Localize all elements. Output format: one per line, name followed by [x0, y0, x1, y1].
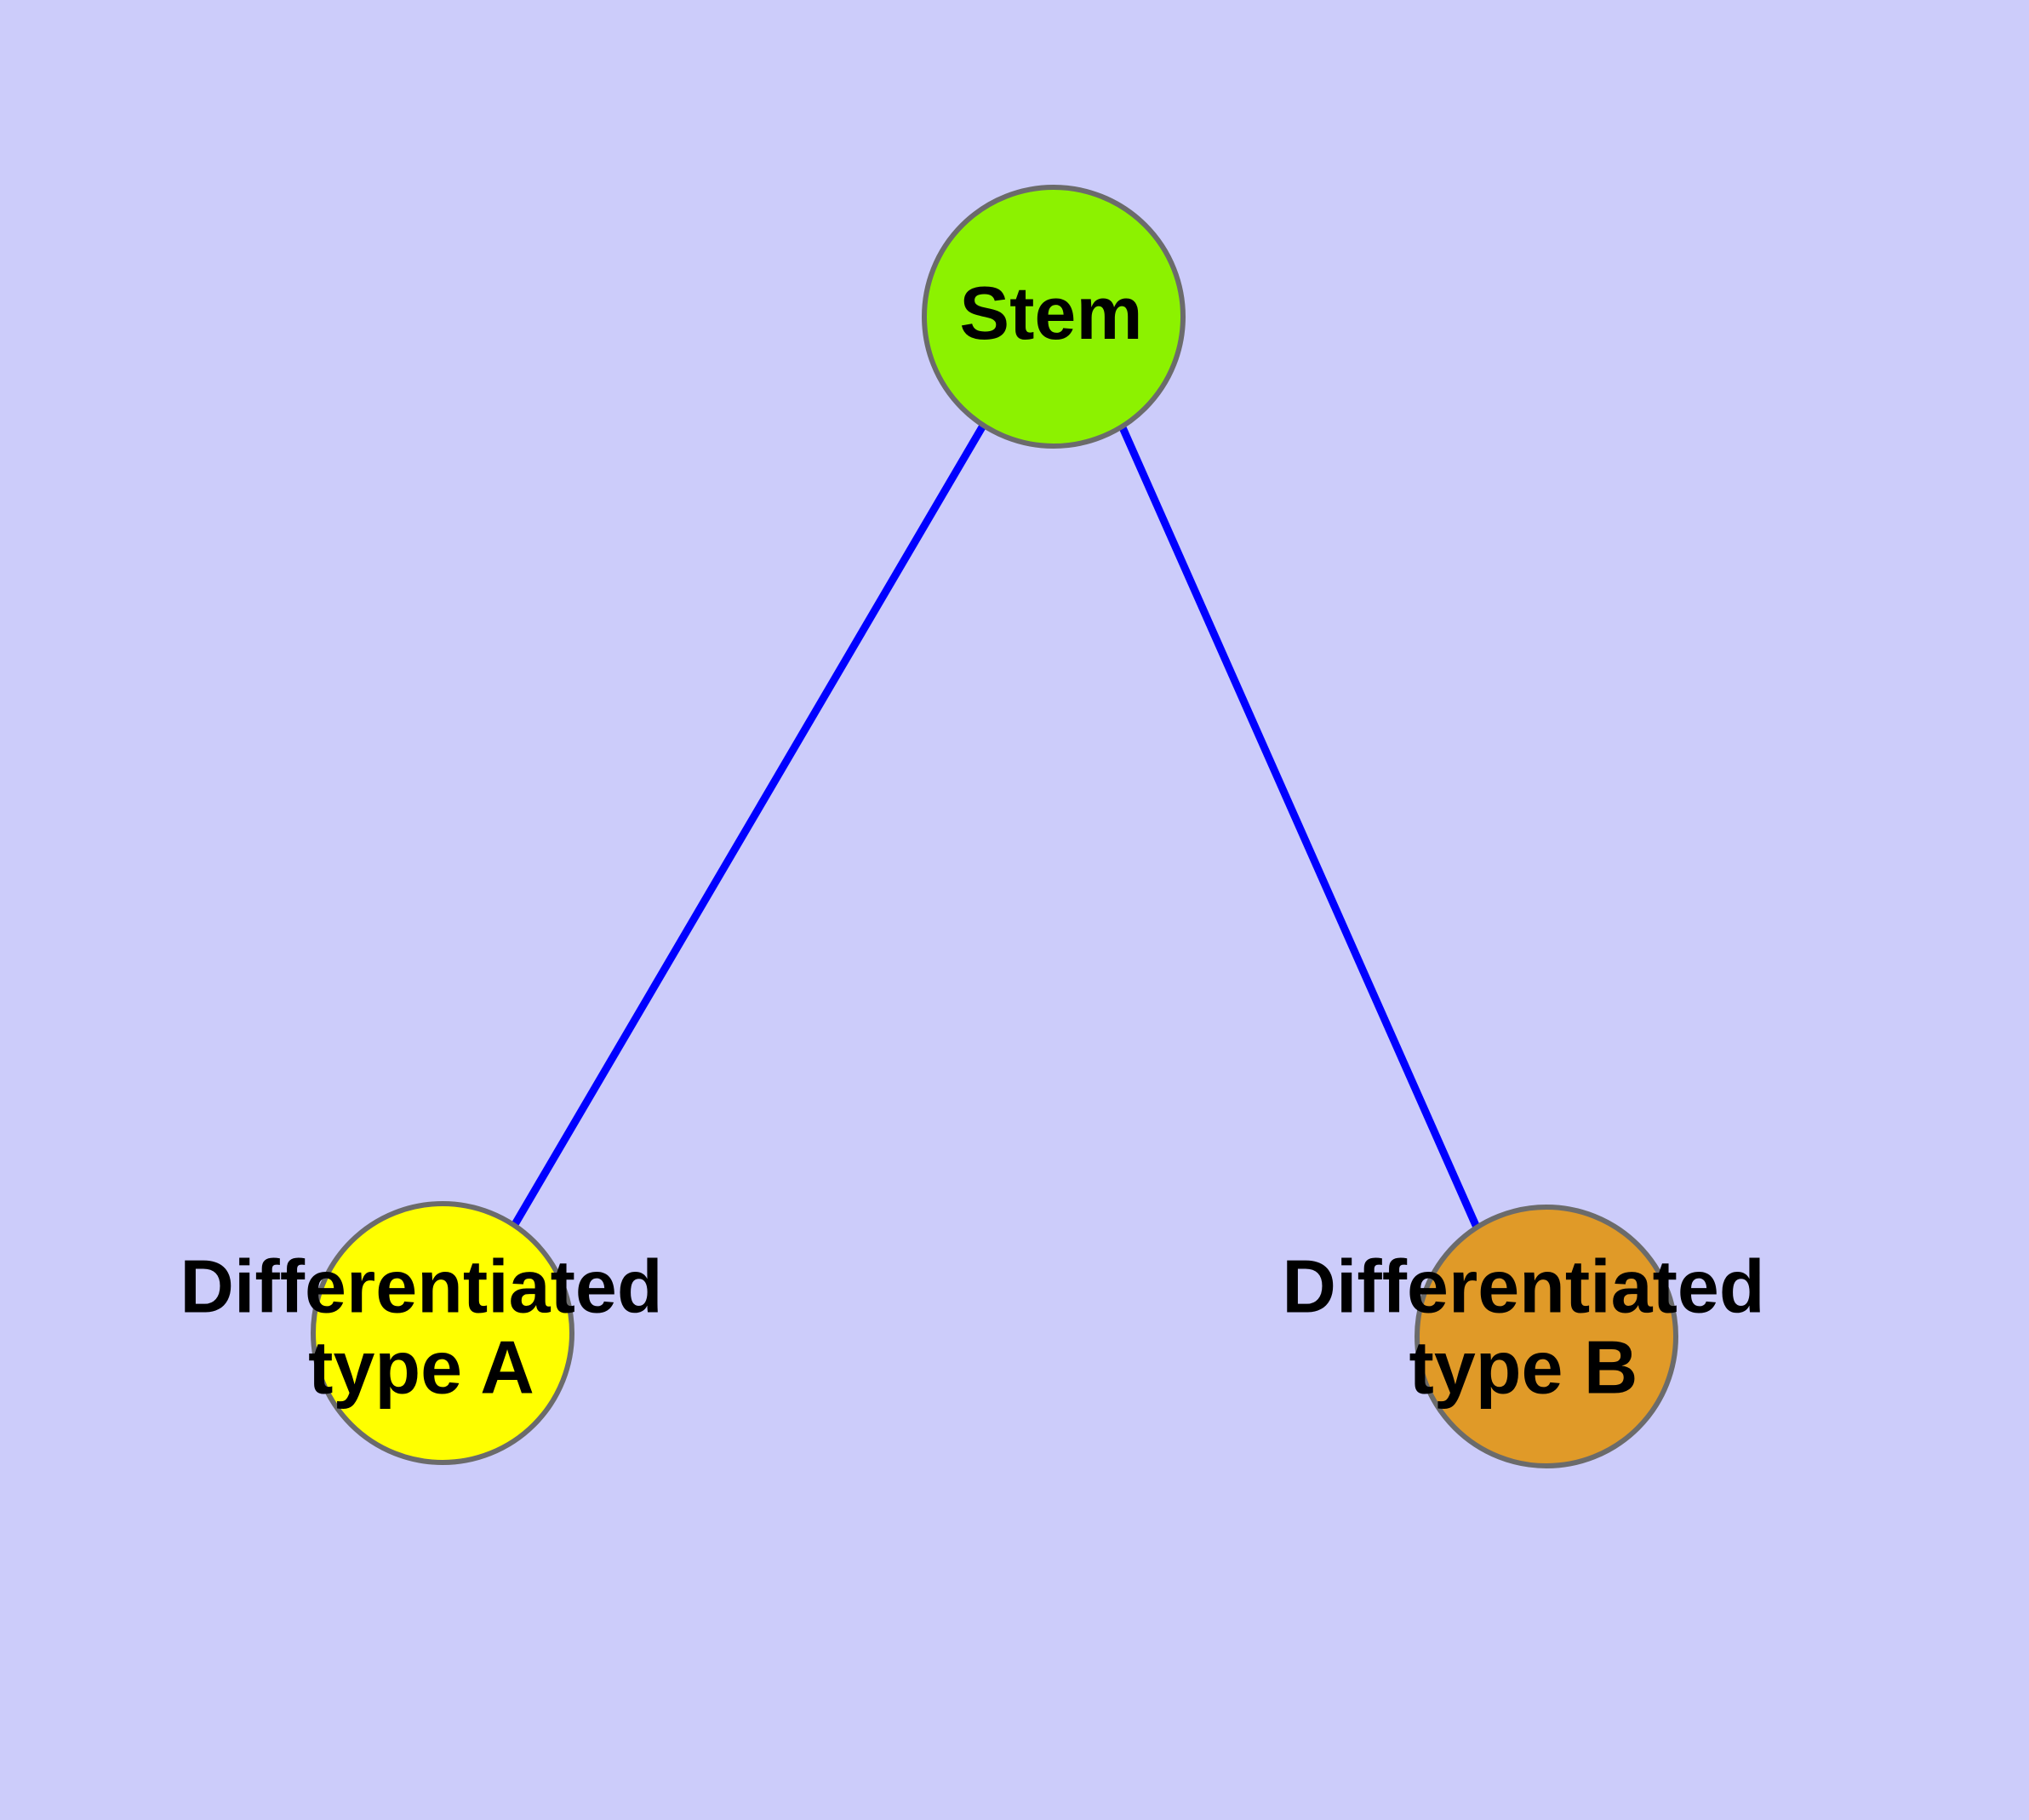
- node-label-line: type A: [308, 1325, 534, 1410]
- node-circle-differentiated-type-b[interactable]: [1415, 1205, 1678, 1468]
- node-label-stem: Stem: [959, 271, 1142, 355]
- node-label-line: Differentiated: [180, 1245, 662, 1329]
- node-layer: [311, 185, 1678, 1468]
- node-differentiated-type-a[interactable]: [311, 1201, 574, 1465]
- node-circle-differentiated-type-a[interactable]: [311, 1201, 574, 1465]
- node-label-line: type B: [1409, 1325, 1638, 1410]
- node-stem[interactable]: [922, 185, 1186, 449]
- node-circle-stem[interactable]: [922, 185, 1186, 449]
- edge-stem-to-differentiated-type-a[interactable]: [511, 423, 986, 1228]
- edge-layer: [511, 423, 1482, 1231]
- node-label-line: Differentiated: [1282, 1245, 1764, 1329]
- node-label-line: Stem: [959, 271, 1142, 355]
- edge-stem-to-differentiated-type-b[interactable]: [1117, 424, 1482, 1231]
- node-differentiated-type-b[interactable]: [1415, 1205, 1678, 1468]
